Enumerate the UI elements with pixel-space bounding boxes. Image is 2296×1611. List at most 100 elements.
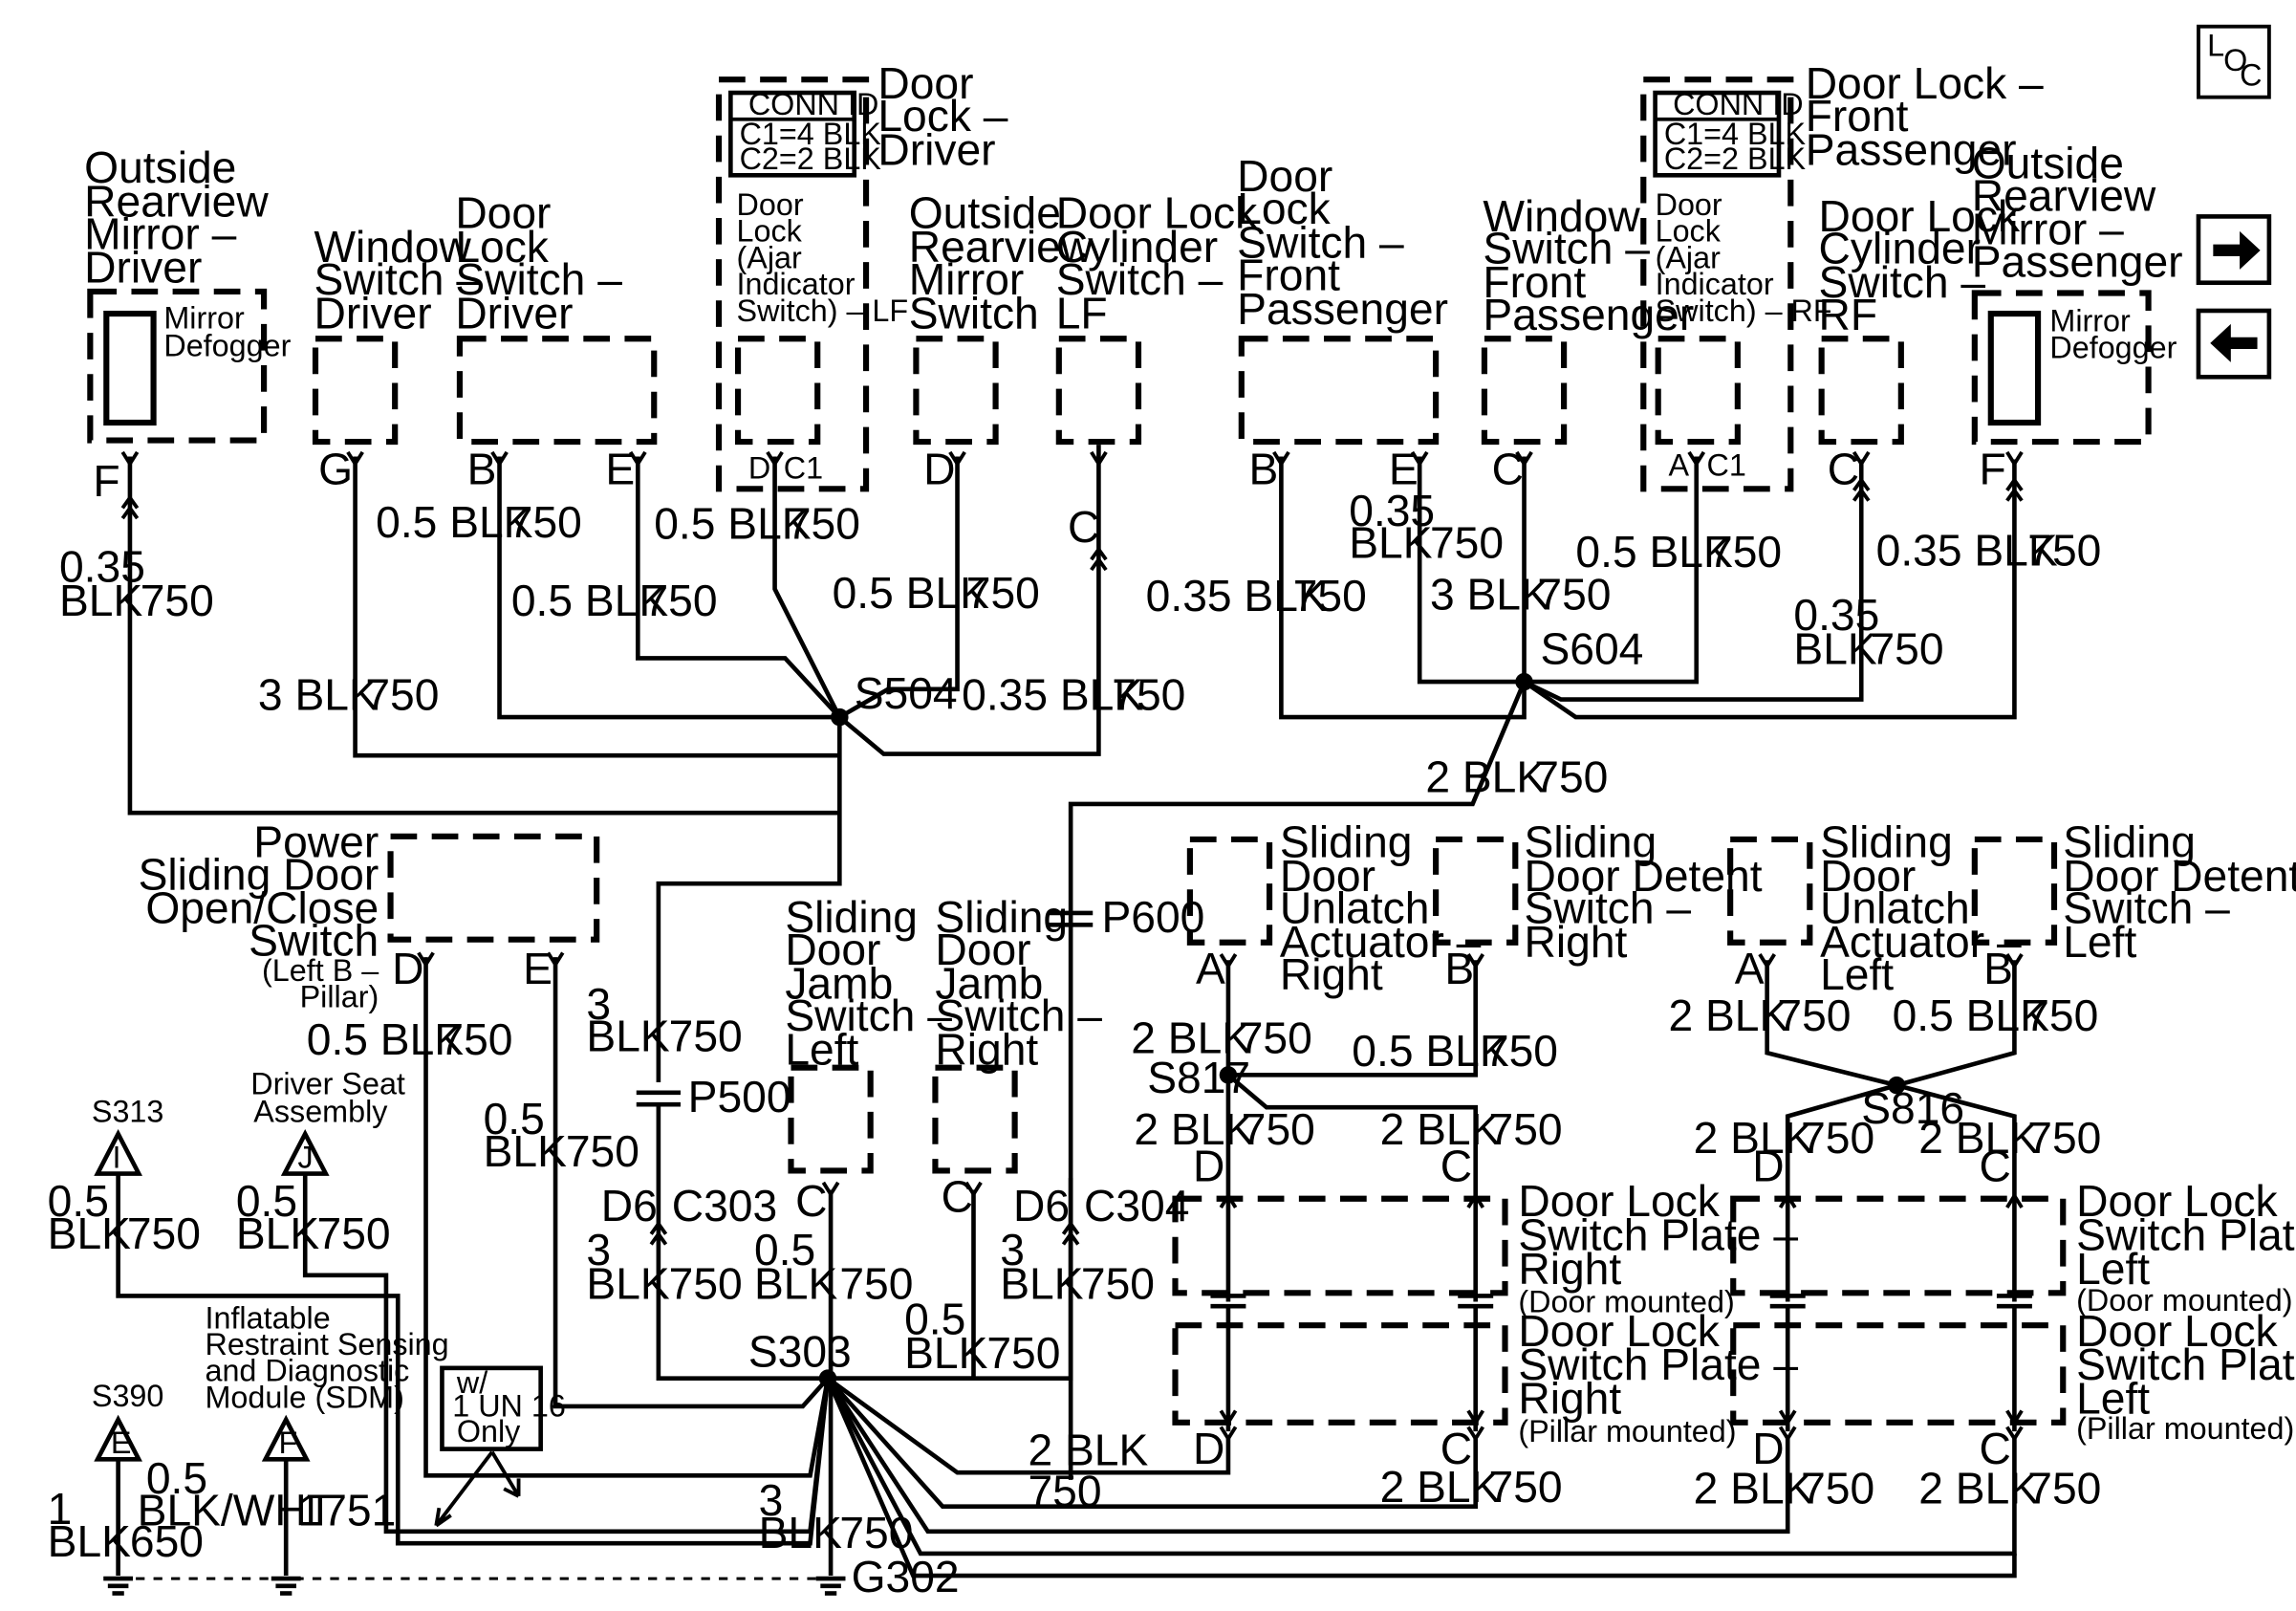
svg-text:D: D <box>748 451 770 486</box>
splice-s313-reference: S313 I <box>92 1095 163 1176</box>
ground-icon-g302 <box>815 1576 846 1596</box>
svg-text:Door Lock: Door Lock <box>1819 191 2021 241</box>
svg-text:750: 750 <box>839 1258 913 1308</box>
svg-text:0.35: 0.35 <box>1793 590 1879 640</box>
svg-text:E: E <box>605 445 635 494</box>
jamb-right-labels: 0.5 BLK 750 <box>904 1294 1060 1377</box>
svg-text:A: A <box>1668 447 1689 482</box>
svg-text:Switch –: Switch – <box>1819 257 1986 307</box>
svg-text:Indicator: Indicator <box>737 267 856 301</box>
svg-text:S816: S816 <box>1861 1083 1964 1133</box>
svg-text:BLK: BLK <box>586 1258 669 1308</box>
svg-text:BLK: BLK <box>754 1258 837 1308</box>
sdm-labels: 0.5 BLK/WHT 1751 <box>138 1453 397 1535</box>
svg-text:C: C <box>1068 502 1099 552</box>
svg-text:Switch) – RF: Switch) – RF <box>1656 294 1832 328</box>
top-wire-labels: 0.35 BLK 750 3 BLK 750 0.5 BLK 750 0.5 B… <box>59 486 2101 802</box>
power-sliding-labels: 0.5 BLK 750 0.5 BLK 750 <box>307 1014 639 1176</box>
svg-text:650: 650 <box>130 1516 204 1566</box>
svg-text:S303: S303 <box>748 1326 852 1376</box>
top-left-wiring <box>127 445 1101 1083</box>
svg-text:Open/Close: Open/Close <box>145 883 379 933</box>
svg-text:Switch: Switch <box>249 916 379 966</box>
svg-text:Unlatch: Unlatch <box>1280 883 1430 933</box>
svg-text:G: G <box>318 445 353 494</box>
svg-text:D6: D6 <box>1013 1181 1070 1230</box>
next-page-arrow-icon[interactable] <box>2196 214 2272 286</box>
svg-text:Switch Plate –: Switch Plate – <box>2076 1210 2296 1260</box>
svg-text:BLK: BLK <box>904 1328 987 1378</box>
svg-text:B: B <box>467 445 497 494</box>
svg-text:Right: Right <box>1518 1244 1621 1294</box>
svg-text:G302: G302 <box>852 1552 960 1601</box>
svg-text:Assembly: Assembly <box>253 1095 388 1129</box>
svg-text:750: 750 <box>1112 669 1185 719</box>
wire-p500-to-s303 <box>656 1104 829 1381</box>
svg-text:Front: Front <box>1483 257 1586 307</box>
svg-text:0.5 BLK: 0.5 BLK <box>1575 527 1733 577</box>
svg-text:750: 750 <box>2027 1464 2101 1513</box>
svg-text:(Ajar: (Ajar <box>737 240 802 274</box>
svg-text:Door: Door <box>877 58 973 108</box>
outside-mirror-passenger: Outside Rearview Mirror – Passenger Mirr… <box>1972 138 2183 493</box>
svg-text:0.5 BLK: 0.5 BLK <box>376 497 533 547</box>
svg-text:A: A <box>1735 944 1765 993</box>
svg-text:Switch –: Switch – <box>314 254 481 304</box>
svg-text:Switch: Switch <box>909 288 1039 337</box>
svg-text:0.5 BLK: 0.5 BLK <box>511 576 669 625</box>
sliding-door-jamb-switch-left: Sliding Door Jamb Switch – Left C <box>785 892 952 1226</box>
svg-text:Door: Door <box>1237 151 1332 201</box>
svg-text:3: 3 <box>1000 1225 1025 1274</box>
door-lock-cylinder-switch-rf: Door Lock Cylinder Switch – RF C <box>1818 191 2021 494</box>
svg-text:CONN ID: CONN ID <box>1673 87 1804 121</box>
svg-text:F: F <box>279 1426 298 1460</box>
svg-text:Power: Power <box>253 816 379 866</box>
svg-text:750: 750 <box>2027 525 2101 575</box>
ground-g302: G302 <box>103 1552 960 1601</box>
svg-text:Defogger: Defogger <box>163 329 291 363</box>
connector-c303: D6 C303 3 BLK 750 <box>586 1181 777 1309</box>
splice-s390-reference: S390 E <box>92 1379 163 1462</box>
svg-text:Driver Seat: Driver Seat <box>250 1066 405 1100</box>
svg-text:Mirror: Mirror <box>163 300 245 335</box>
wire-driver-seat <box>302 1173 831 1535</box>
svg-text:Jamb: Jamb <box>935 958 1043 1008</box>
svg-text:Lock: Lock <box>1237 184 1331 233</box>
svg-text:750: 750 <box>2025 991 2098 1040</box>
svg-text:Right: Right <box>1525 917 1628 967</box>
svg-text:750: 750 <box>317 1208 391 1258</box>
svg-text:750: 750 <box>1242 1104 1315 1154</box>
door-lock-front-passenger: CONN ID C1=4 BLK C2=2 BLK Door Lock – Fr… <box>1640 58 2044 492</box>
svg-text:Restraint Sensing: Restraint Sensing <box>205 1327 448 1361</box>
svg-text:750: 750 <box>1801 1464 1874 1513</box>
previous-page-arrow-icon[interactable] <box>2196 308 2272 380</box>
svg-text:L: L <box>2207 29 2224 63</box>
svg-text:Jamb: Jamb <box>785 958 893 1008</box>
window-switch-front-passenger: Window Switch – Front Passenger C <box>1481 191 1694 494</box>
svg-text:C: C <box>795 1176 827 1226</box>
svg-text:C: C <box>942 1172 973 1222</box>
mirror-defogger-driver-element <box>103 310 157 426</box>
location-icon-button[interactable]: L O C <box>2197 24 2271 99</box>
svg-text:0.5 BLK: 0.5 BLK <box>307 1014 465 1064</box>
svg-text:Door: Door <box>737 187 804 222</box>
svg-text:Outside: Outside <box>1972 138 2124 187</box>
power-sliding-door-switch: Power Sliding Door Open/Close Switch (Le… <box>139 816 600 1014</box>
power-sliding-wiring <box>417 951 831 1478</box>
svg-text:C1: C1 <box>1707 447 1746 482</box>
svg-text:0.35 BLK: 0.35 BLK <box>962 669 1143 719</box>
svg-text:Switch Plate –: Switch Plate – <box>1518 1339 1798 1389</box>
svg-text:2 BLK: 2 BLK <box>1028 1426 1148 1475</box>
s303-fanout-wires <box>825 1376 2017 1578</box>
svg-text:Front: Front <box>1237 250 1340 299</box>
s313-labels: 0.5 BLK 750 <box>48 1176 201 1258</box>
svg-text:2 BLK: 2 BLK <box>1425 752 1546 802</box>
svg-text:Window: Window <box>1483 191 1640 241</box>
svg-text:D: D <box>1752 1424 1784 1473</box>
svg-text:LF: LF <box>1056 288 1108 337</box>
svg-text:C: C <box>1440 1141 1472 1190</box>
svg-text:S604: S604 <box>1540 624 1643 674</box>
svg-text:BLK: BLK <box>236 1208 319 1258</box>
svg-text:Unlatch: Unlatch <box>1820 883 1970 933</box>
svg-text:750: 750 <box>643 576 717 625</box>
